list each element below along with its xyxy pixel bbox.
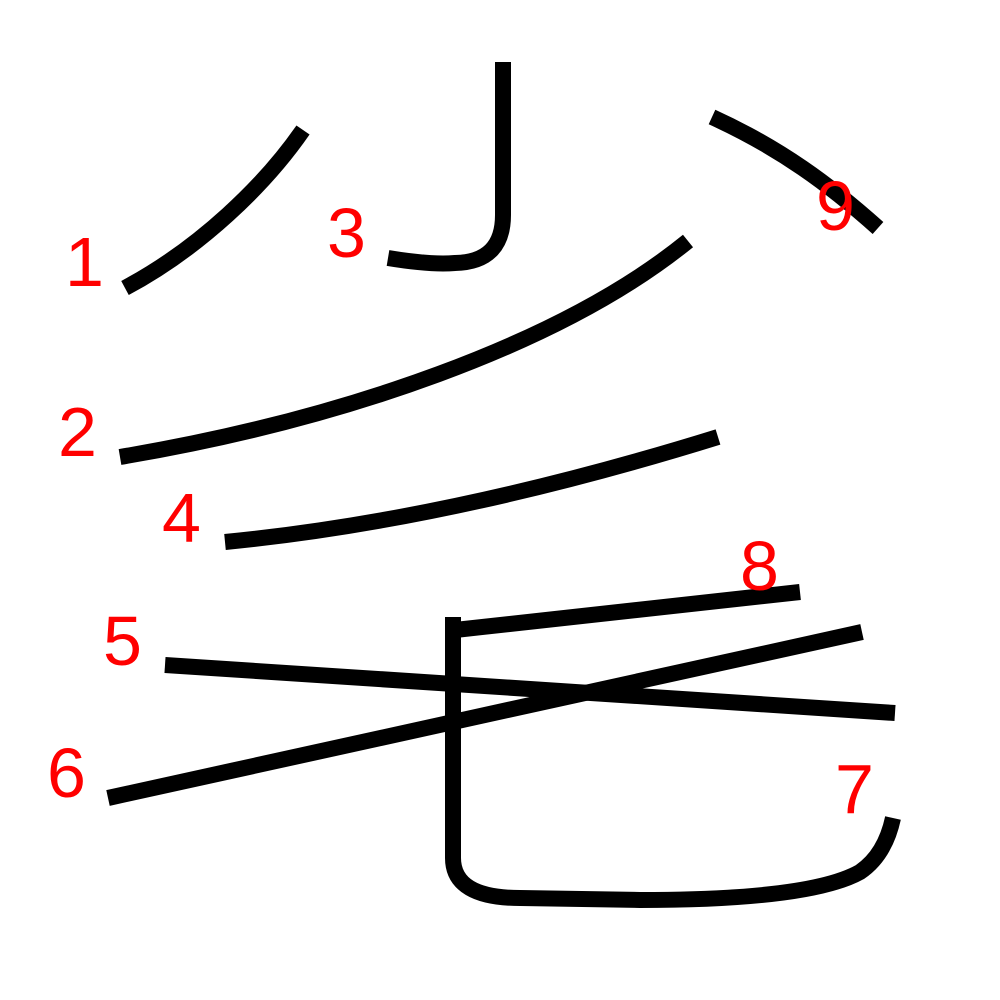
stroke-3 [386, 62, 511, 272]
stroke-number-3: 3 [327, 194, 366, 272]
stroke-1 [121, 125, 310, 296]
stroke-number-7: 7 [835, 750, 874, 828]
stroke-number-6: 6 [47, 734, 86, 812]
stroke-number-5: 5 [103, 602, 142, 680]
stroke-4 [224, 429, 721, 550]
stroke-5 [164, 657, 896, 721]
stroke-7 [445, 617, 901, 908]
stroke-number-9: 9 [816, 167, 855, 245]
stroke-number-8: 8 [740, 527, 779, 605]
stroke-9 [708, 109, 884, 234]
stroke-number-1: 1 [65, 223, 104, 301]
stroke-8 [454, 584, 801, 638]
stroke-6 [106, 624, 864, 806]
stroke-2 [118, 234, 694, 465]
stroke-number-2: 2 [58, 393, 97, 471]
stroke-number-4: 4 [162, 479, 201, 557]
